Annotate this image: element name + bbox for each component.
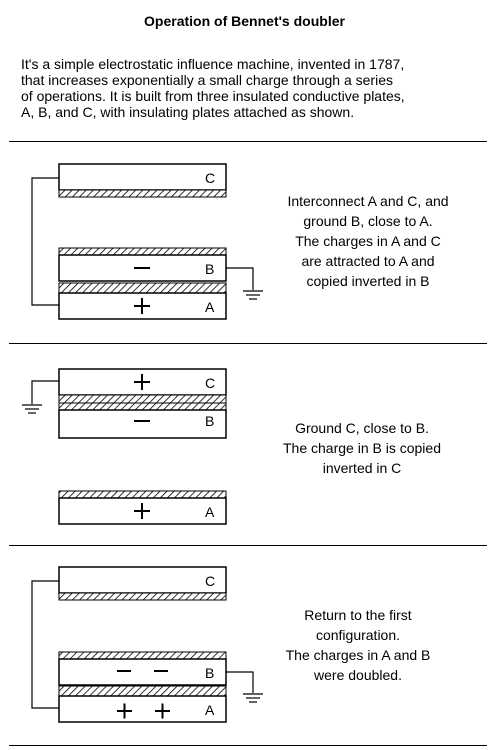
step1-line: The charges in A and C (295, 233, 441, 249)
intro-paragraph: It's a simple electrostatic influence ma… (21, 56, 481, 120)
intro-line: It's a simple electrostatic influence ma… (21, 56, 405, 72)
plate-c (58, 163, 227, 191)
plate-a (58, 695, 227, 723)
plate-c (58, 566, 227, 594)
step3-line: Return to the first (304, 607, 412, 623)
intro-line: that increases exponentially a small cha… (21, 72, 393, 88)
step2-line: inverted in C (322, 460, 402, 476)
plate-b-label: B (205, 413, 214, 429)
plate-a-label: A (205, 504, 215, 520)
ground-wire (226, 671, 254, 693)
insulator-b (58, 651, 227, 660)
section-divider (9, 141, 487, 142)
insulator-a (58, 685, 227, 697)
step1-description: Interconnect A and C, and ground B, clos… (263, 191, 473, 291)
ground-wire (226, 267, 254, 290)
step3-description: Return to the first configuration. The c… (253, 605, 463, 685)
intro-line: A, B, and C, with insulating plates atta… (21, 104, 355, 120)
insulator-a (58, 490, 227, 499)
wire-a-c (31, 177, 59, 306)
insulator-b (58, 247, 227, 256)
step1-line: Interconnect A and C, and (287, 193, 449, 209)
step2-line: The charge in B is copied (283, 440, 441, 456)
step1-line: ground B, close to A. (303, 213, 433, 229)
step2-diagram: C B A (22, 368, 227, 525)
insulator-c (58, 592, 227, 601)
ground-icon (243, 290, 263, 300)
plate-c-label: C (205, 170, 215, 186)
ground-wire (31, 380, 59, 404)
plate-a-label: A (205, 702, 215, 718)
wire-a-c (31, 580, 59, 709)
section-divider (9, 545, 487, 546)
insulator-b (58, 402, 227, 411)
plate-c-label: C (205, 375, 215, 391)
insulator-a (58, 282, 227, 294)
step3-line: The charges in A and B (285, 647, 431, 663)
plate-b (58, 658, 227, 686)
plate-b-label: B (205, 261, 214, 277)
plate-c-label: C (205, 573, 215, 589)
plate-c (58, 368, 227, 396)
step3-line: were doubled. (314, 667, 402, 683)
ground-icon (243, 693, 263, 703)
intro-line: of operations. It is built from three in… (21, 88, 405, 104)
step1-line: are attracted to A and (301, 253, 435, 269)
section-divider (9, 745, 487, 746)
step3-line: configuration. (315, 627, 401, 643)
insulator-c (58, 189, 227, 198)
plate-b-label: B (205, 665, 214, 681)
plate-b (58, 409, 227, 439)
page-title: Operation of Bennet's doubler (144, 13, 345, 29)
section-divider (9, 343, 487, 344)
ground-icon (22, 404, 42, 414)
step3-diagram: C B A (31, 566, 263, 723)
step2-description: Ground C, close to B. The charge in B is… (257, 418, 467, 478)
plate-a (58, 497, 227, 525)
step1-line: copied inverted in B (306, 273, 430, 289)
plate-a-label: A (205, 299, 215, 315)
step2-line: Ground C, close to B. (295, 420, 429, 436)
step1-diagram: C B A (31, 163, 263, 320)
